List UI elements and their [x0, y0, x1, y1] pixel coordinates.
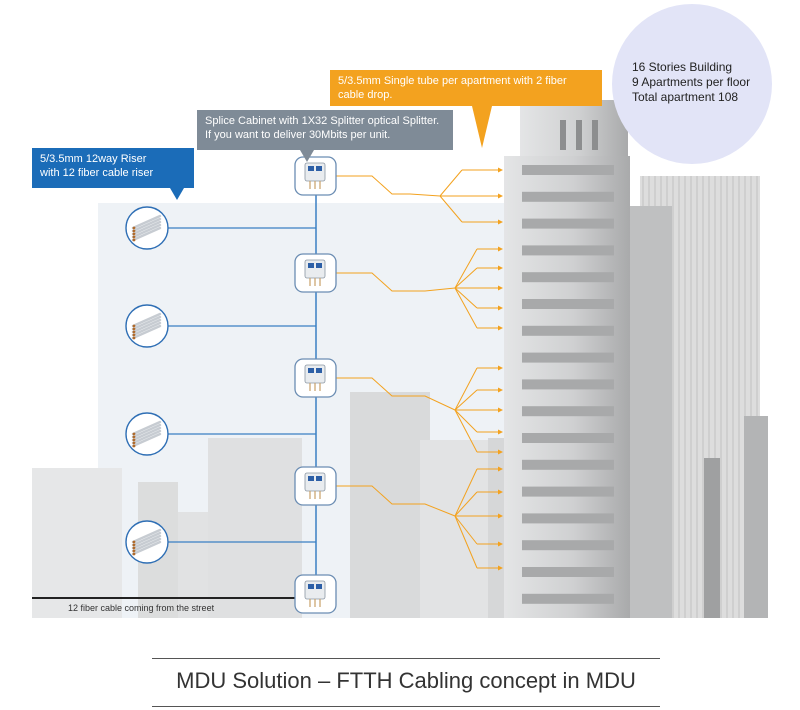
floor-bands [522, 165, 614, 604]
drop-branch [454, 267, 478, 289]
splice-callout-line1: Splice Cabinet with 1X32 Splitter optica… [205, 115, 440, 127]
floor-band [522, 245, 614, 256]
drop-arrowhead [498, 513, 503, 519]
drop-branch [454, 248, 478, 289]
drop-arrowhead [498, 246, 503, 252]
drop-branch [454, 287, 478, 309]
drop-branch [454, 468, 478, 517]
fiber-bundle-icon [125, 206, 169, 250]
drop-trunk [336, 485, 456, 517]
drop-arrowhead [498, 429, 503, 435]
drop-arrowhead [498, 541, 503, 547]
floor-band [522, 325, 614, 336]
drop-arrowhead [498, 387, 503, 393]
drop-branch [439, 195, 463, 223]
drop-branch [454, 515, 478, 569]
fiber-bundle-icon [125, 412, 169, 456]
caption-rule-top [152, 658, 660, 659]
drop-trunk [336, 377, 456, 411]
floor-band [522, 165, 614, 175]
floor-band [522, 567, 614, 577]
drop-arrowhead [498, 407, 503, 413]
splice-cabinets [294, 156, 337, 614]
fiber-bundle-icon [125, 304, 169, 348]
splice-cabinet-icon [294, 358, 337, 398]
drop-arrowhead [498, 219, 503, 225]
drop-arrowhead [498, 285, 503, 291]
diagram-caption: MDU Solution – FTTH Cabling concept in M… [176, 668, 636, 693]
splice-cabinet-icon [294, 466, 337, 506]
drop-arrowhead [498, 265, 503, 271]
riser-callout-pointer [170, 188, 184, 200]
tube-callout-pointer [472, 106, 492, 148]
stats-total-apartments: Total apartment 108 [632, 90, 739, 104]
tube-callout: 5/3.5mm Single tube per apartment with 2… [330, 70, 602, 106]
drop-branch [454, 409, 478, 433]
drop-branch [439, 169, 463, 197]
splice-cabinet-icon [294, 253, 337, 293]
floor-band [522, 513, 614, 524]
riser-taps [168, 227, 316, 543]
drop-branch [454, 389, 478, 411]
drop-branch [454, 409, 478, 453]
floor-band [522, 379, 614, 390]
drop-arrowhead [498, 489, 503, 495]
apartment-tower [504, 100, 630, 618]
drop-arrowhead [498, 466, 503, 472]
fiber-bundle-icon [125, 520, 169, 564]
right-buildings [626, 176, 768, 618]
riser-callout-line2: with 12 fiber cable riser [40, 167, 154, 179]
street-cable-label: 12 fiber cable coming from the street [68, 603, 215, 613]
stats-apartments-per-floor: 9 Apartments per floor [632, 75, 751, 89]
drop-arrowhead [498, 325, 503, 331]
orange-drops [336, 167, 503, 571]
stats-stories: 16 Stories Building [632, 60, 733, 74]
splice-cabinet-icon [294, 574, 337, 614]
drop-arrowhead [498, 167, 503, 173]
drop-arrowhead [498, 365, 503, 371]
tube-callout-line1: 5/3.5mm Single tube per apartment with 2… [338, 75, 567, 87]
drop-branch [454, 515, 478, 545]
floor-band [522, 191, 614, 202]
floor-band [522, 299, 614, 309]
drop-arrowhead [498, 449, 503, 455]
riser-callout: 5/3.5mm 12way Riser with 12 fiber cable … [32, 148, 194, 188]
drop-branch [454, 287, 478, 329]
floor-band [522, 486, 614, 497]
floor-band [522, 433, 614, 443]
tube-callout-line2: cable drop. [338, 89, 393, 101]
drop-trunk [336, 272, 456, 292]
floor-band [522, 272, 614, 283]
drop-trunk [336, 175, 441, 197]
floor-band [522, 459, 614, 470]
caption-rule-bottom [152, 706, 660, 707]
splice-cabinet-icon [294, 156, 337, 196]
floor-band [522, 593, 614, 604]
floor-band [522, 540, 614, 551]
drop-arrowhead [498, 305, 503, 311]
splice-callout-line2: If you want to deliver 30Mbits per unit. [205, 129, 391, 141]
riser-icons [125, 206, 169, 564]
drop-arrowhead [498, 565, 503, 571]
floor-band [522, 406, 614, 417]
splice-callout-pointer [300, 150, 314, 162]
floor-band [522, 218, 614, 229]
drop-branch [454, 491, 478, 517]
drop-arrowhead [498, 193, 503, 199]
splice-callout: Splice Cabinet with 1X32 Splitter optica… [197, 110, 453, 150]
floor-band [522, 352, 614, 363]
drop-branch [454, 367, 478, 411]
riser-callout-line1: 5/3.5mm 12way Riser [40, 153, 147, 165]
building-stats-bubble: 16 Stories Building 9 Apartments per flo… [612, 4, 772, 164]
